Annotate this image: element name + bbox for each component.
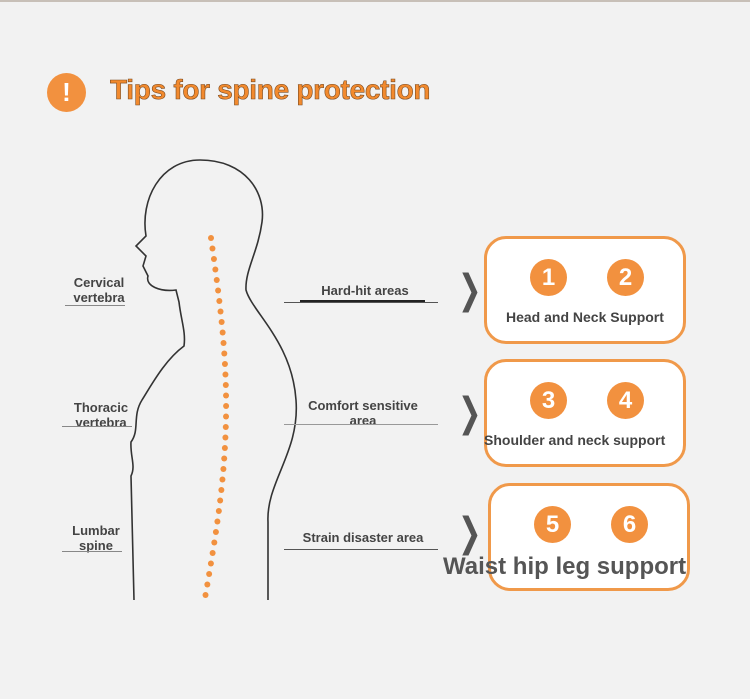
support-card-waist-hip-leg: 5 6 xyxy=(488,483,690,591)
spine-dot xyxy=(211,539,218,546)
spine-dot xyxy=(221,350,228,357)
spine-dot xyxy=(212,529,219,535)
spine-dot xyxy=(217,308,224,315)
support-text: Shoulder and neck support xyxy=(484,432,666,448)
spine-dot xyxy=(221,455,228,462)
spine-dot xyxy=(209,245,216,252)
spine-dot xyxy=(204,581,211,588)
support-card-shoulder-neck: Shoulder and neck support 3 4 xyxy=(484,359,686,467)
spine-dot xyxy=(223,392,230,399)
number-badge: 3 xyxy=(530,382,567,419)
spine-dot xyxy=(220,340,227,346)
spine-dot xyxy=(223,403,230,409)
area-line xyxy=(284,424,438,425)
area-line xyxy=(284,302,438,303)
spine-dot xyxy=(218,487,225,493)
spine-dot xyxy=(207,560,214,567)
spine-dot xyxy=(209,550,216,556)
lumbar-spine-label: Lumbar spine xyxy=(72,523,120,553)
spine-dot xyxy=(210,256,217,262)
spine-dot xyxy=(219,329,226,336)
spine-dot xyxy=(222,434,229,441)
spine-dot xyxy=(219,476,226,483)
area-line xyxy=(284,549,438,550)
spine-dot xyxy=(222,424,229,430)
spine-dot xyxy=(221,445,228,451)
top-border xyxy=(0,0,750,2)
chevron-right-icon: ❯ xyxy=(458,267,482,313)
area-label-strain: Strain disaster area xyxy=(302,530,424,545)
spine-dot xyxy=(206,571,213,577)
spine-dot xyxy=(213,277,220,283)
spine-dot xyxy=(220,466,227,472)
spine-dot xyxy=(222,382,229,388)
spine-dot xyxy=(215,508,222,514)
spine-dot xyxy=(221,361,228,367)
page-title: Tips for spine protection xyxy=(110,74,431,106)
spine-dot xyxy=(217,497,224,504)
spine-dot xyxy=(202,592,209,598)
number-badge: 1 xyxy=(530,259,567,296)
number-badge: 5 xyxy=(534,506,571,543)
exclamation-icon: ! xyxy=(47,73,86,112)
spine-dot xyxy=(208,235,214,241)
lumbar-line xyxy=(62,551,122,552)
number-badge: 2 xyxy=(607,259,644,296)
spine-dot xyxy=(222,371,229,378)
spine-dots xyxy=(202,235,230,598)
spine-dot xyxy=(215,287,222,294)
spine-dot xyxy=(223,413,230,420)
number-badge: 4 xyxy=(607,382,644,419)
spine-dot xyxy=(218,319,225,325)
number-badge: 6 xyxy=(611,506,648,543)
body-front-outline xyxy=(130,159,201,601)
support-text-large: Waist hip leg support xyxy=(443,553,687,580)
support-card-head-neck: 1 2 Head and Neck Support xyxy=(484,236,686,344)
spine-dot xyxy=(214,518,221,525)
body-back-outline xyxy=(199,159,298,600)
chevron-right-icon: ❯ xyxy=(458,390,482,436)
area-label-hard-hit: Hard-hit areas xyxy=(321,283,409,298)
thoracic-line xyxy=(62,426,132,427)
spine-dot xyxy=(216,298,223,304)
cervical-line xyxy=(65,305,125,306)
chevron-right-icon: ❯ xyxy=(458,510,482,556)
spine-dot xyxy=(212,266,219,273)
area-underline xyxy=(300,300,425,302)
cervical-vertebra-label: Cervical vertebra xyxy=(73,275,125,305)
support-text: Head and Neck Support xyxy=(506,309,664,325)
